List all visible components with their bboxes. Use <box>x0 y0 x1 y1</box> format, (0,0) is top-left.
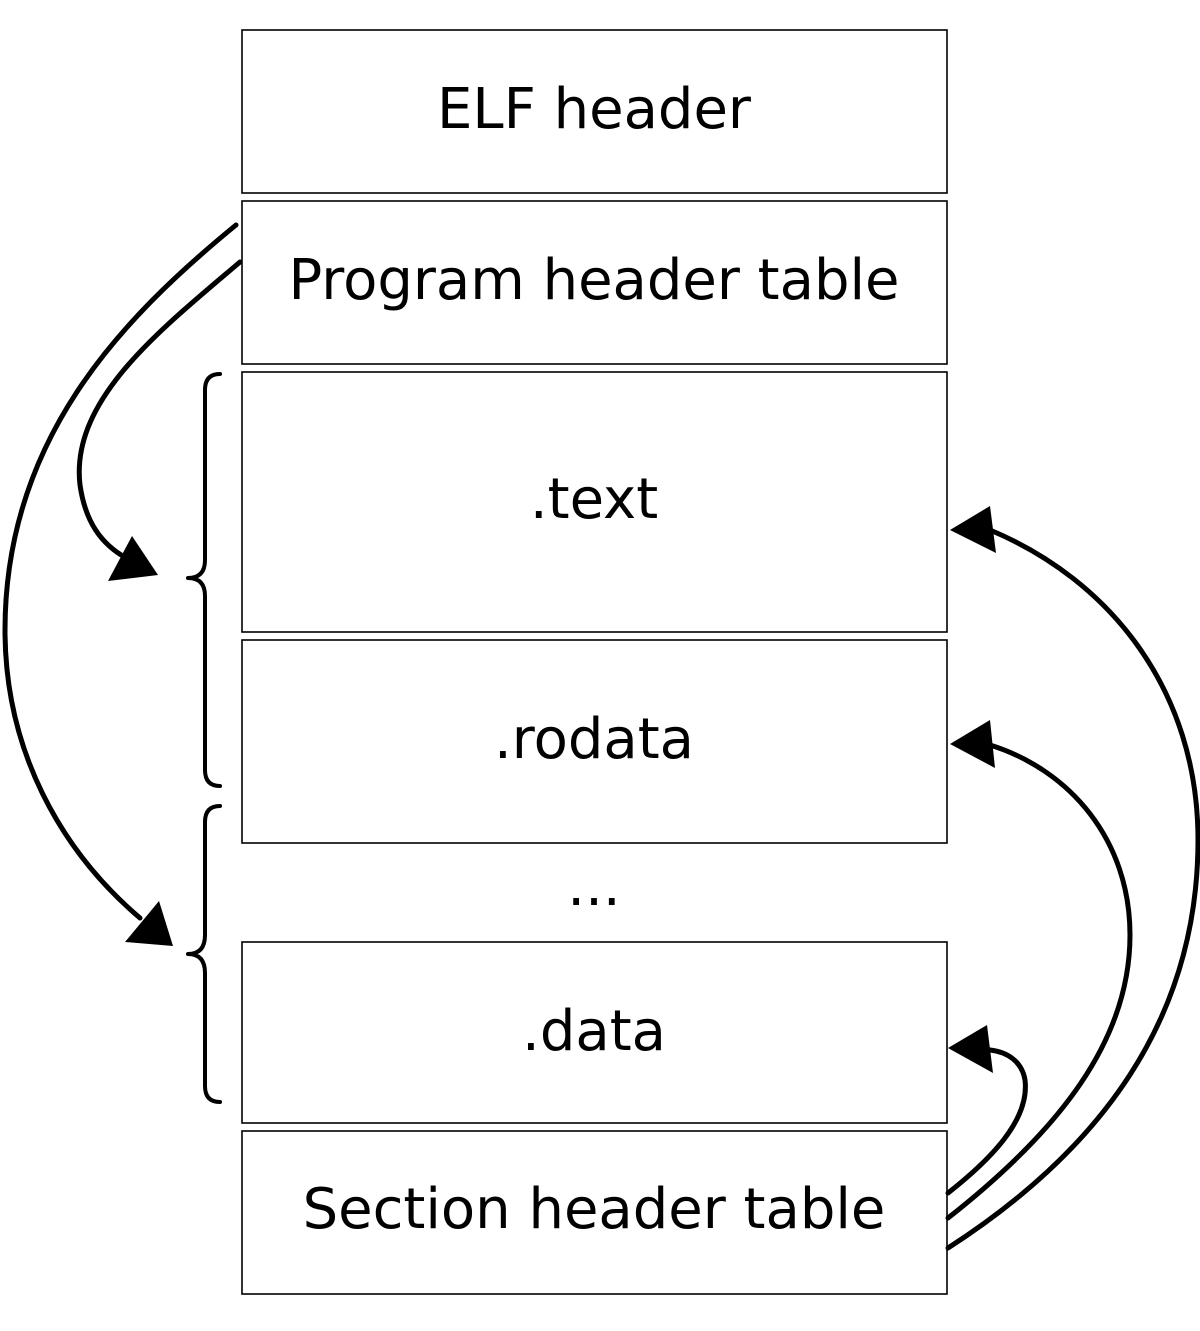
section-header-to-data-arrow <box>945 1047 1028 1196</box>
rodata-section-box <box>241 639 948 844</box>
section-header-to-data-arrowhead <box>948 1025 993 1073</box>
ellipsis-label: ... <box>567 854 620 919</box>
section-header-to-text-arrowhead <box>950 506 996 553</box>
program-header-to-segment-1-arrowhead <box>108 536 158 581</box>
segment-1-brace <box>186 372 222 788</box>
program-header-table-block: Program header table <box>241 200 948 365</box>
program-header-table-label: Program header table <box>289 248 900 313</box>
section-header-table-label: Section header table <box>303 1177 886 1242</box>
section-header-table-box <box>241 1130 948 1295</box>
program-header-to-segment-2-arrowhead <box>125 901 173 946</box>
data-section-block: .data <box>241 941 948 1124</box>
data-section-label: .data <box>522 999 666 1064</box>
section-header-table-block: Section header table <box>241 1130 948 1295</box>
text-section-label: .text <box>530 467 658 532</box>
section-header-to-rodata-arrowhead <box>950 720 995 768</box>
elf-header-block: ELF header <box>241 29 948 194</box>
text-section-box <box>241 371 948 633</box>
rodata-section-label: .rodata <box>494 707 694 772</box>
program-header-table-box <box>241 200 948 365</box>
segment-2-brace <box>186 804 222 1104</box>
section-header-to-rodata-arrow <box>945 742 1133 1221</box>
rodata-section-block: .rodata <box>241 639 948 844</box>
text-section-block: .text <box>241 371 948 633</box>
section-header-to-text-arrow <box>945 527 1200 1251</box>
data-section-box <box>241 941 948 1124</box>
elf-header-box <box>241 29 948 194</box>
program-header-to-segment-2-arrow <box>2 222 239 921</box>
program-header-to-segment-1-arrow <box>76 259 243 563</box>
elf-header-label: ELF header <box>437 77 752 142</box>
